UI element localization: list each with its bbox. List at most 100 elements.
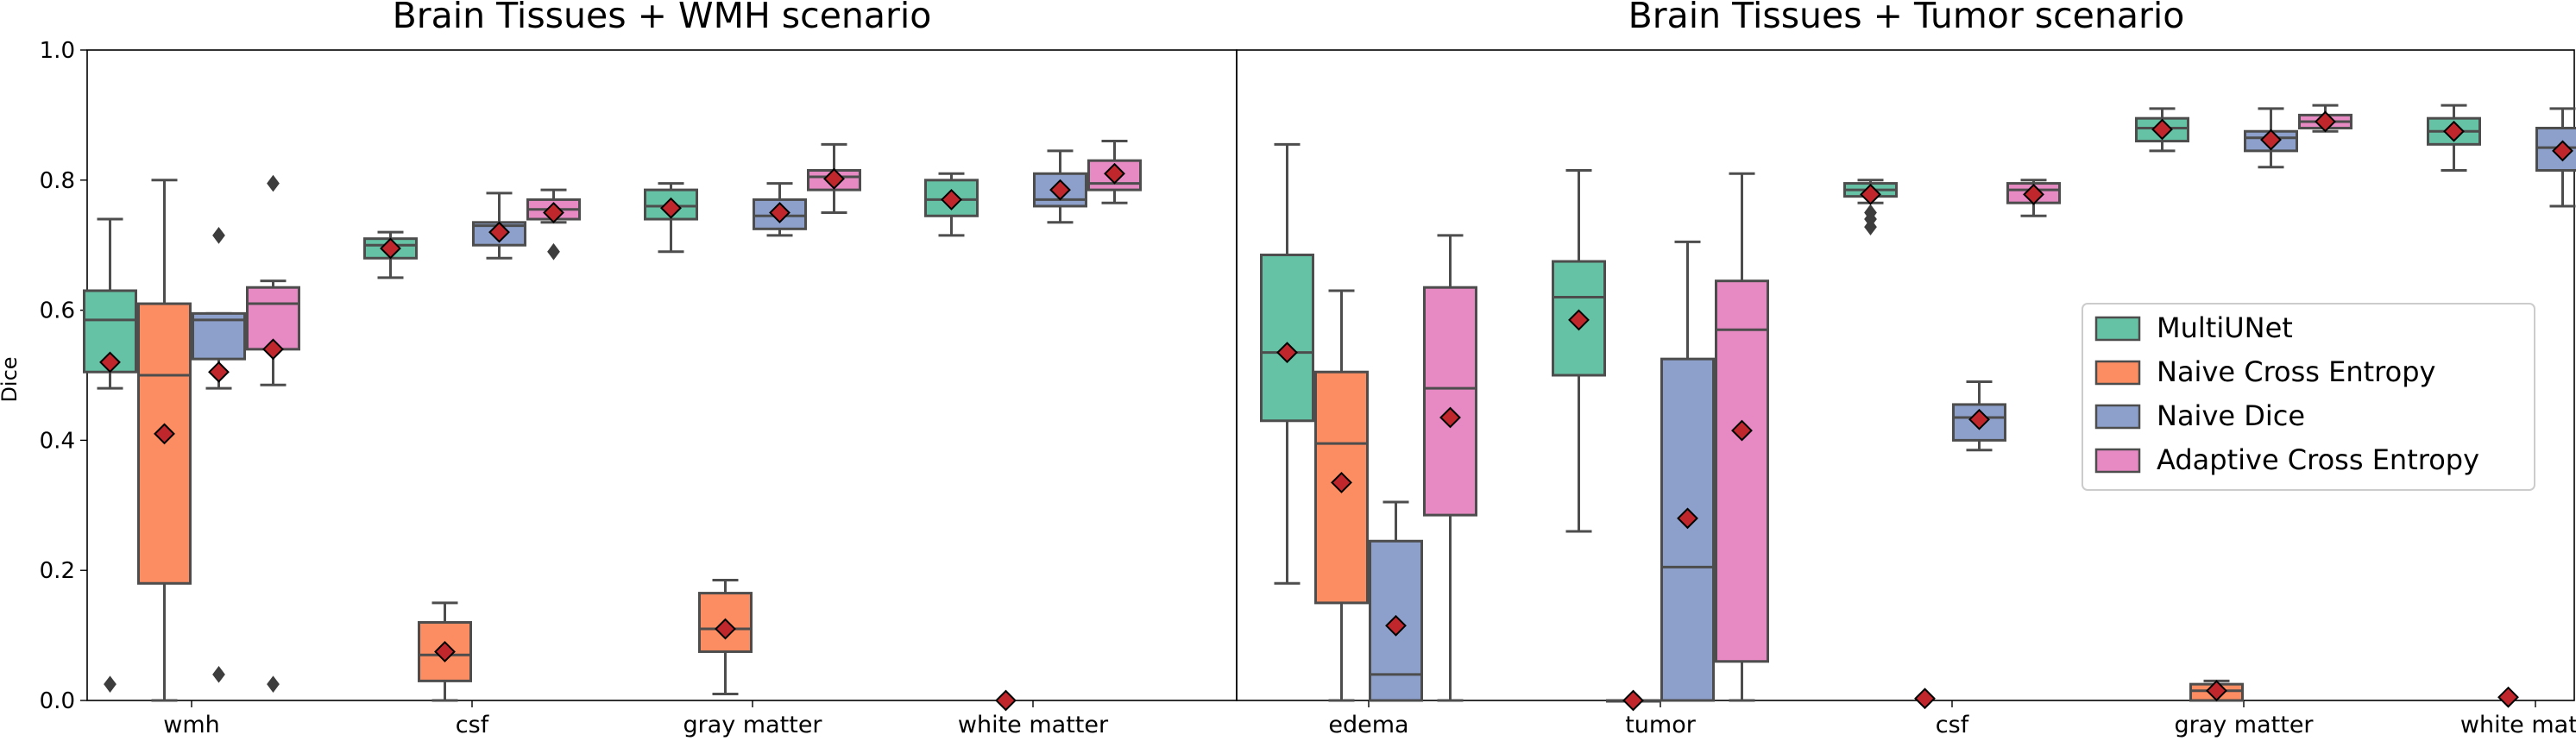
mean-marker bbox=[154, 423, 175, 445]
mean-marker bbox=[434, 641, 456, 663]
mean-marker bbox=[99, 351, 121, 374]
box-naive-dice-white-matter bbox=[1033, 149, 1087, 224]
box-naive-dice-gray-matter bbox=[753, 182, 807, 237]
mean-marker bbox=[2206, 680, 2227, 702]
box-body bbox=[1260, 254, 1314, 423]
panel-1-title: Brain Tissues + WMH scenario bbox=[393, 0, 932, 36]
mean-marker bbox=[769, 202, 790, 223]
mean-marker bbox=[2315, 110, 2336, 133]
y-tick-label: 0.8 bbox=[40, 168, 75, 194]
panel-1-frame bbox=[86, 49, 1238, 701]
mean-marker bbox=[1568, 309, 1590, 331]
box-naive-cross-entropy-gray-matter bbox=[698, 579, 753, 695]
outlier-point bbox=[547, 242, 560, 261]
legend-swatch bbox=[2094, 448, 2141, 474]
mean-marker bbox=[1677, 507, 1698, 530]
legend-swatch bbox=[2094, 404, 2141, 430]
panel-2-frame bbox=[1236, 49, 2575, 701]
box-adaptive-cross-entropy-white-matter bbox=[1087, 140, 1142, 204]
x-tick-label: gray matter bbox=[2174, 712, 2314, 738]
box-naive-cross-entropy-tumor bbox=[1606, 689, 1660, 712]
mean-marker bbox=[1731, 419, 1753, 442]
x-tick-label: edema bbox=[1328, 712, 1408, 738]
mean-marker bbox=[941, 189, 962, 210]
y-tick-label: 0.2 bbox=[40, 558, 75, 584]
mean-marker bbox=[488, 221, 510, 243]
box-naive-dice-wmh bbox=[192, 227, 246, 683]
box-naive-cross-entropy-csf bbox=[418, 601, 472, 702]
legend-swatch bbox=[2094, 316, 2141, 342]
mean-marker bbox=[995, 689, 1017, 712]
box-body bbox=[137, 302, 192, 585]
mean-marker bbox=[1049, 179, 1071, 201]
box-multiunet-tumor bbox=[1552, 168, 1606, 533]
y-tick-label: 1.0 bbox=[40, 38, 75, 64]
y-tick-label: 0.6 bbox=[40, 298, 75, 324]
box-body bbox=[418, 621, 472, 682]
mean-marker bbox=[1331, 471, 1352, 493]
mean-marker bbox=[660, 197, 682, 219]
mean-marker bbox=[1276, 342, 1298, 364]
mean-marker bbox=[2151, 118, 2173, 141]
mean-marker bbox=[262, 338, 284, 361]
box-adaptive-cross-entropy-wmh bbox=[246, 174, 300, 693]
outlier-point bbox=[267, 675, 280, 693]
mean-marker bbox=[1439, 406, 1461, 429]
box-naive-cross-entropy-wmh bbox=[137, 179, 192, 702]
box-naive-cross-entropy-edema bbox=[1314, 289, 1369, 702]
x-tick-label: wmh bbox=[163, 712, 220, 738]
box-adaptive-cross-entropy-gray-matter bbox=[807, 142, 861, 214]
outlier-point bbox=[212, 666, 225, 683]
box-multiunet-csf bbox=[1843, 179, 1898, 235]
box-body bbox=[1660, 357, 1715, 702]
legend-label: Naive Dice bbox=[2157, 399, 2305, 432]
outlier-point bbox=[1864, 204, 1877, 222]
box-body bbox=[1715, 279, 1769, 663]
mean-marker bbox=[380, 237, 401, 260]
box-adaptive-cross-entropy-gray-matter bbox=[2298, 104, 2352, 133]
box-body bbox=[1423, 286, 1477, 517]
box-multiunet-white-matter bbox=[924, 172, 979, 237]
mean-marker bbox=[1385, 614, 1407, 637]
box-naive-dice-csf bbox=[472, 192, 526, 260]
mean-marker bbox=[2552, 140, 2573, 162]
box-multiunet-gray-matter bbox=[2135, 107, 2189, 153]
x-tick-label: gray matter bbox=[683, 712, 822, 738]
box-multiunet-gray-matter bbox=[644, 182, 698, 254]
legend-swatch bbox=[2094, 360, 2141, 386]
outlier-point bbox=[212, 227, 225, 244]
mean-marker bbox=[2023, 183, 2044, 205]
mean-marker bbox=[1104, 162, 1125, 185]
panel-2-title: Brain Tissues + Tumor scenario bbox=[1628, 0, 2185, 36]
mean-marker bbox=[543, 202, 564, 223]
box-naive-dice-gray-matter bbox=[2244, 107, 2298, 169]
legend-label: Adaptive Cross Entropy bbox=[2157, 443, 2479, 476]
box-naive-dice-white-matter bbox=[2535, 107, 2576, 208]
x-tick-label: white matter bbox=[2460, 712, 2576, 738]
mean-marker bbox=[1914, 688, 1936, 710]
mean-marker bbox=[823, 167, 845, 190]
mean-marker bbox=[2260, 129, 2282, 151]
legend-frame bbox=[2082, 303, 2535, 491]
box-multiunet-wmh bbox=[83, 217, 137, 693]
box-multiunet-edema bbox=[1260, 142, 1314, 585]
box-multiunet-csf bbox=[363, 230, 418, 279]
mean-marker bbox=[208, 361, 230, 383]
mean-marker bbox=[1860, 183, 1881, 205]
y-tick-label: 0.0 bbox=[40, 688, 75, 714]
outlier-point bbox=[267, 174, 280, 192]
x-tick-label: white matter bbox=[958, 712, 1109, 738]
x-tick-label: csf bbox=[1936, 712, 1970, 738]
box-naive-dice-edema bbox=[1369, 500, 1423, 702]
x-tick-label: tumor bbox=[1625, 712, 1697, 738]
box-naive-cross-entropy-gray-matter bbox=[2189, 679, 2244, 702]
mean-marker bbox=[1622, 689, 1644, 712]
x-tick-label: csf bbox=[456, 712, 490, 738]
mean-marker bbox=[2443, 120, 2465, 142]
box-naive-dice-csf bbox=[1952, 380, 2006, 452]
outlier-point bbox=[104, 675, 117, 693]
mean-marker bbox=[715, 618, 736, 640]
box-adaptive-cross-entropy-tumor bbox=[1715, 172, 1769, 702]
